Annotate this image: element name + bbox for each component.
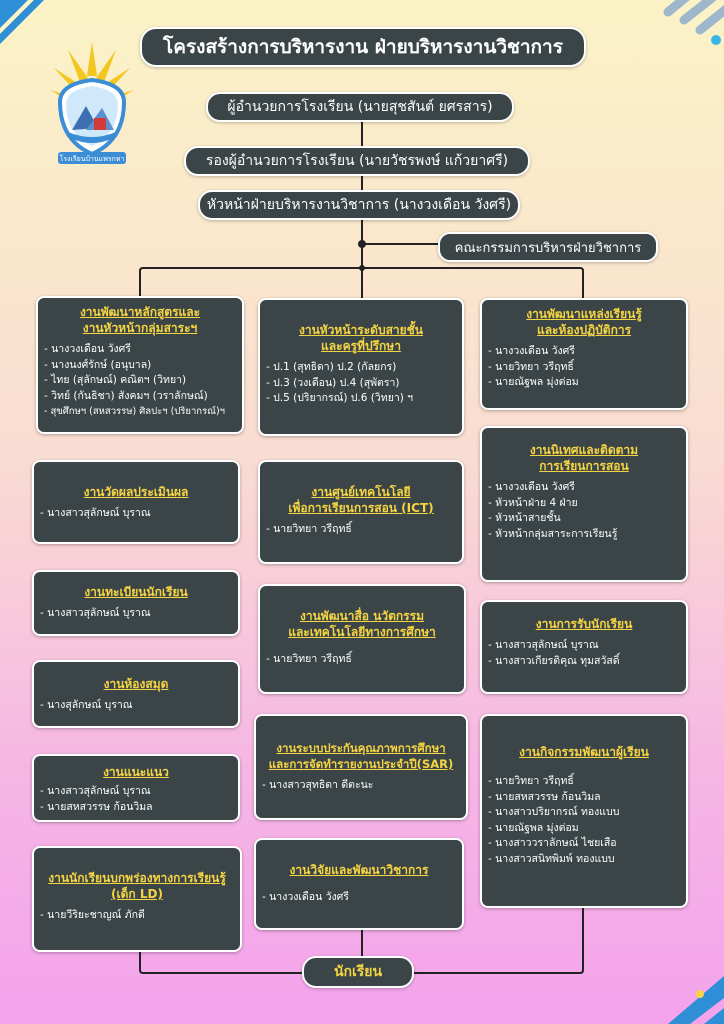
list-item: - นางวงเดือน วังศรี	[262, 891, 349, 903]
list-item: - นางสุลักษณ์ บุราณ	[40, 699, 133, 711]
research-heading: งานวิจัยและพัฒนาวิชาการ	[289, 863, 429, 877]
registration-box: งานทะเบียนนักเรียน - นางสาวสุลักษณ์ บุรา…	[32, 570, 240, 636]
evaluation-heading: งานวัดผลประเมินผล	[83, 485, 189, 499]
list-item: - นางนงศ์รักษ์ (อนุบาล)	[44, 358, 152, 371]
list-item: - หัวหน้าสายชั้น	[488, 512, 561, 524]
academic-head-pill: หัวหน้าฝ่ายบริหารงานวิชาการ (นางวงเดือน …	[198, 190, 520, 220]
list-item: - นายณัฐพล มุ่งต่อม	[488, 376, 579, 388]
guidance-box: งานแนะแนว - นางสาวสุลักษณ์ บุราณ - นายสห…	[32, 754, 240, 822]
list-item: - นายวิทยา วรีฤทธิ์	[488, 360, 574, 373]
list-item: - ป.1 (สุทธิดา) ป.2 (กัลยกร)	[266, 361, 397, 373]
list-item: - นายวิทยา วรีฤทธิ์	[266, 523, 352, 535]
corner-stripes-bottom-right	[668, 976, 724, 1024]
list-item: - นางวงเดือน วังศรี	[488, 345, 575, 357]
evaluation-box: งานวัดผลประเมินผล - นางสาวสุลักษณ์ บุราณ	[32, 460, 240, 544]
guidance-heading: งานแนะแนว	[103, 765, 169, 779]
logo-emblem-icon: โรงเรียนบ้านแพรกหา	[50, 42, 134, 164]
list-item: - หัวหน้ากลุ่มสาระการเรียนรู้	[488, 527, 618, 540]
logo-text: โรงเรียนบ้านแพรกหา	[60, 154, 125, 163]
ld-box: งานนักเรียนบกพร่องทางการเรียนรู้(เด็ก LD…	[32, 846, 242, 952]
committee-pill: คณะกรรมการบริหารฝ่ายวิชาการ	[438, 232, 658, 262]
list-item: - นางสาววราลักษณ์ ไชยเสือ	[488, 837, 617, 849]
list-item: - นางสาวสุลักษณ์ บุราณ	[488, 639, 599, 651]
list-item: - นางสาวสุทธิดา ดีตะนะ	[262, 779, 374, 791]
library-box: งานห้องสมุด - นางสุลักษณ์ บุราณ	[32, 660, 240, 728]
learning-resources-box: งานพัฒนาแหล่งเรียนรู้และห้องปฏิบัติการ -…	[480, 298, 688, 410]
ld-heading: งานนักเรียนบกพร่องทางการเรียนรู้(เด็ก LD…	[48, 871, 226, 901]
homeroom-box: งานหัวหน้าระดับสายชั้นและครูที่ปรึกษา - …	[258, 298, 464, 436]
list-item: - วิทย์ (กันธิชา) สังคมฯ (วราลักษณ์)	[44, 389, 208, 402]
list-item: - นางสาวสุลักษณ์ บุราณ	[40, 785, 151, 797]
student-activities-heading: งานกิจกรรมพัฒนาผู้เรียน	[519, 745, 649, 759]
library-heading: งานห้องสมุด	[103, 677, 169, 691]
list-item: - นายสหสวรรษ ก้อนวิมล	[40, 800, 153, 813]
list-item: - นายวิทยา วรีฤทธิ์	[488, 775, 574, 787]
student-activities-box: งานกิจกรรมพัฒนาผู้เรียน - นายวิทยา วรีฤท…	[480, 714, 688, 908]
list-item: - นางวงเดือน วังศรี	[488, 481, 575, 493]
list-item: - ไทย (สุลักษณ์) คณิตฯ (วิทยา)	[44, 374, 187, 386]
learning-resources-heading: งานพัฒนาแหล่งเรียนรู้และห้องปฏิบัติการ	[526, 307, 642, 337]
list-item: - สุขศึกษฯ (สหสวรรษ) ศิลปะฯ (ปริยากรณ์)ฯ	[44, 406, 226, 417]
corner-stripes-top-right	[663, 0, 724, 45]
list-item: - นางสาวสุลักษณ์ บุราณ	[40, 607, 151, 619]
qa-box: งานระบบประกันคุณภาพการศึกษาและการจัดทำรา…	[254, 714, 468, 820]
list-item: - นายณัฐพล มุ่งต่อม	[488, 821, 579, 834]
deputy-director-pill: รองผู้อำนวยการโรงเรียน (นายวัชรพงษ์ แก้ว…	[184, 146, 530, 176]
list-item: - นายวีริยะชาญณ์ ภักดี	[40, 909, 145, 921]
school-logo: โรงเรียนบ้านแพรกหา	[50, 40, 134, 170]
corner-stripes-top-left	[0, 0, 44, 44]
list-item: - ป.3 (วงเดือน) ป.4 (สุพัตรา)	[266, 376, 400, 389]
list-item: - นายวิทยา วรีฤทธิ์	[266, 653, 352, 665]
media-box: งานพัฒนาสื่อ นวัตกรรมและเทคโนโลยีทางการศ…	[258, 584, 466, 694]
list-item: - นางสาวสนิทพิมพ์ ทองแบบ	[488, 852, 615, 865]
qa-heading: งานระบบประกันคุณภาพการศึกษาและการจัดทำรา…	[268, 741, 454, 771]
admission-heading: งานการรับนักเรียน	[535, 617, 633, 631]
ict-heading: งานศูนย์เทคโนโลยีเพื่อการเรียนการสอน (IC…	[288, 485, 434, 515]
list-item: - นางสาวปริยากรณ์ ทองแบบ	[488, 806, 620, 818]
curriculum-heading: งานพัฒนาหลักสูตรและงานหัวหน้ากลุ่มสาระฯ	[79, 305, 201, 335]
list-item: - นางสาวเกียรติคุณ ทุมสวัสดิ์	[488, 654, 620, 667]
students-pill: นักเรียน	[302, 956, 414, 988]
list-item: - นางวงเดือน วังศรี	[44, 343, 131, 355]
list-item: - ป.5 (ปริยากรณ์) ป.6 (วิทยา) ฯ	[266, 392, 414, 404]
supervision-box: งานนิเทศและติดตามการเรียนการสอน - นางวงเ…	[480, 426, 688, 582]
list-item: - นางสาวสุลักษณ์ บุราณ	[40, 507, 151, 519]
media-heading: งานพัฒนาสื่อ นวัตกรรมและเทคโนโลยีทางการศ…	[288, 609, 436, 639]
ict-box: งานศูนย์เทคโนโลยีเพื่อการเรียนการสอน (IC…	[258, 460, 464, 564]
list-item: - หัวหน้าฝ่าย 4 ฝ่าย	[488, 496, 578, 509]
curriculum-box: งานพัฒนาหลักสูตรและงานหัวหน้ากลุ่มสาระฯ …	[36, 296, 244, 434]
supervision-heading: งานนิเทศและติดตามการเรียนการสอน	[529, 443, 639, 473]
list-item: - นายสหสวรรษ ก้อนวิมล	[488, 790, 601, 803]
page-title: โครงสร้างการบริหารงาน ฝ่ายบริหารงานวิชาก…	[140, 27, 586, 67]
registration-heading: งานทะเบียนนักเรียน	[84, 585, 188, 599]
homeroom-heading: งานหัวหน้าระดับสายชั้นและครูที่ปรึกษา	[298, 323, 424, 353]
admission-box: งานการรับนักเรียน - นางสาวสุลักษณ์ บุราณ…	[480, 600, 688, 694]
director-pill: ผู้อำนวยการโรงเรียน (นายสุชสันต์ ยศรสาร)	[206, 92, 514, 122]
research-box: งานวิจัยและพัฒนาวิชาการ - นางวงเดือน วัง…	[254, 838, 464, 930]
